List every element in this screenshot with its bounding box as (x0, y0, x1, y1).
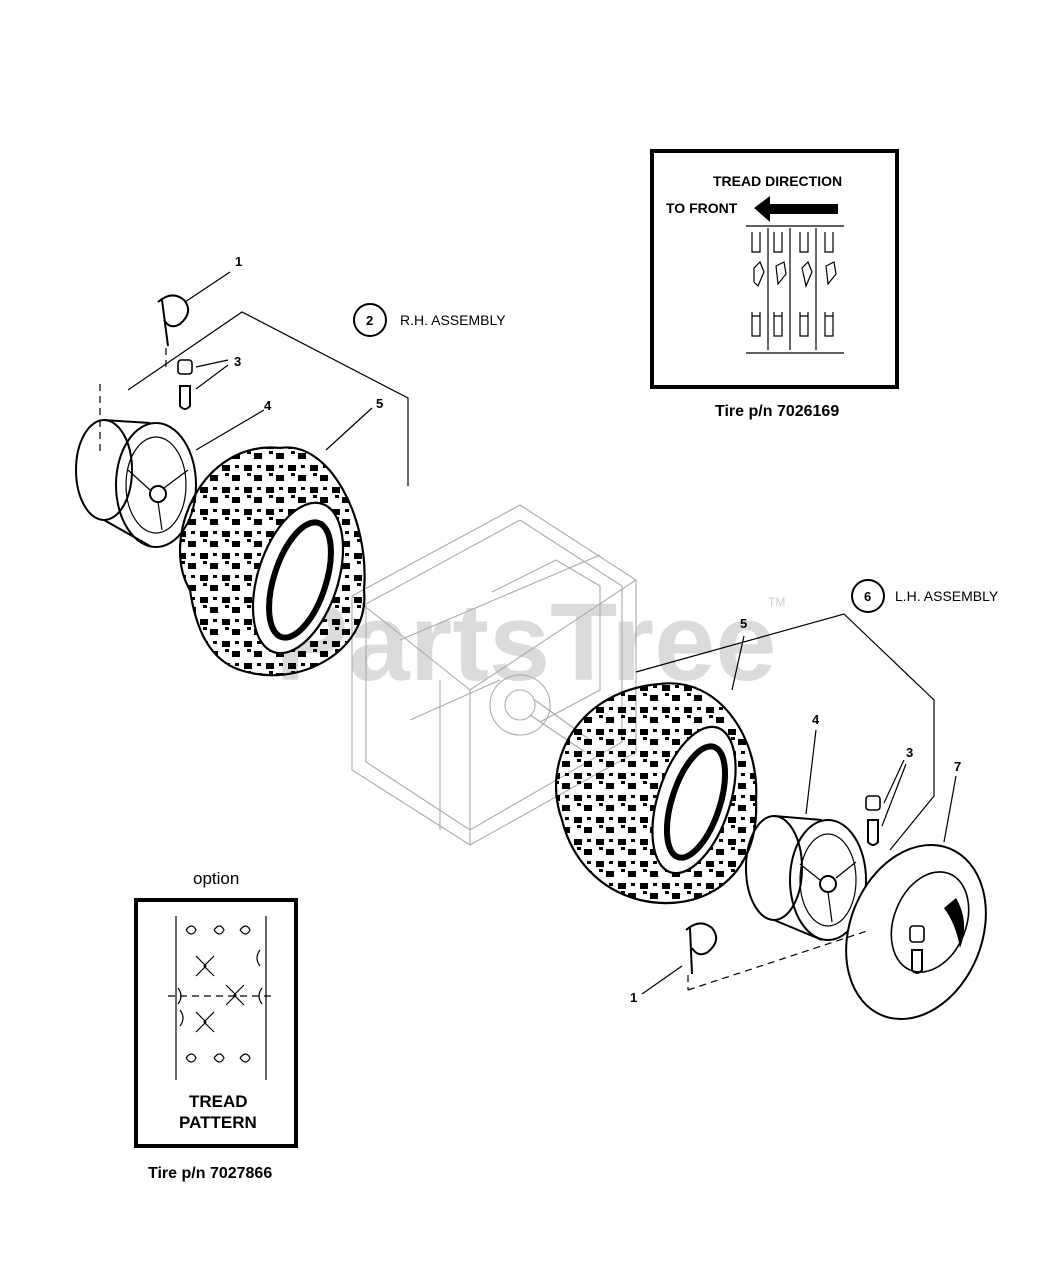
tread-direction-caption: Tire p/n 7026169 (715, 403, 839, 420)
lh-assembly-bracket (635, 579, 935, 851)
tread-direction-box: TREAD DIRECTION TO FRONT (650, 149, 899, 389)
lh-rim-callout: 4 (812, 712, 820, 727)
rh-assembly-bracket (127, 303, 409, 486)
tread-pattern-label-line2: PATTERN (179, 1113, 257, 1132)
watermark-trademark: TM (768, 595, 785, 609)
lh-pin-callout: 1 (630, 990, 637, 1005)
tread-pattern-icon (168, 916, 274, 1080)
option-label: option (193, 869, 239, 888)
rh-tire-callout: 5 (376, 396, 383, 411)
lh-inner-tube-icon (845, 775, 987, 1021)
rh-rim-icon (75, 409, 265, 548)
rh-rim-callout: 4 (264, 398, 272, 413)
lh-assembly-label: L.H. ASSEMBLY (895, 588, 999, 604)
tread-direction-title: TREAD DIRECTION (713, 173, 842, 189)
tread-pattern-caption: Tire p/n 7027866 (148, 1165, 272, 1182)
rh-tire-icon (179, 407, 373, 677)
tread-pattern-box: TREAD PATTERN (134, 898, 298, 1148)
lh-assembly-ref: 6 (864, 589, 871, 604)
front-arrow-icon (754, 196, 838, 222)
to-front-label: TO FRONT (666, 200, 738, 216)
rh-assembly-label: R.H. ASSEMBLY (400, 312, 506, 328)
rh-valve-stem-icon (177, 359, 229, 410)
tread-pattern-label-line1: TREAD (189, 1092, 248, 1111)
lh-tire-callout: 5 (740, 616, 747, 631)
lh-rim-icon (745, 729, 867, 941)
rh-pin-callout: 1 (235, 254, 242, 269)
tread-direction-pattern-icon (746, 225, 844, 354)
lh-valve-stem-icon (865, 759, 907, 846)
lh-tube-callout: 7 (954, 759, 961, 774)
lh-hitch-pin-icon (641, 922, 871, 995)
lh-tire-icon (554, 635, 758, 905)
lh-valve-callout: 3 (906, 745, 913, 760)
rh-assembly-ref: 2 (366, 313, 373, 328)
rh-valve-callout: 3 (234, 354, 241, 369)
